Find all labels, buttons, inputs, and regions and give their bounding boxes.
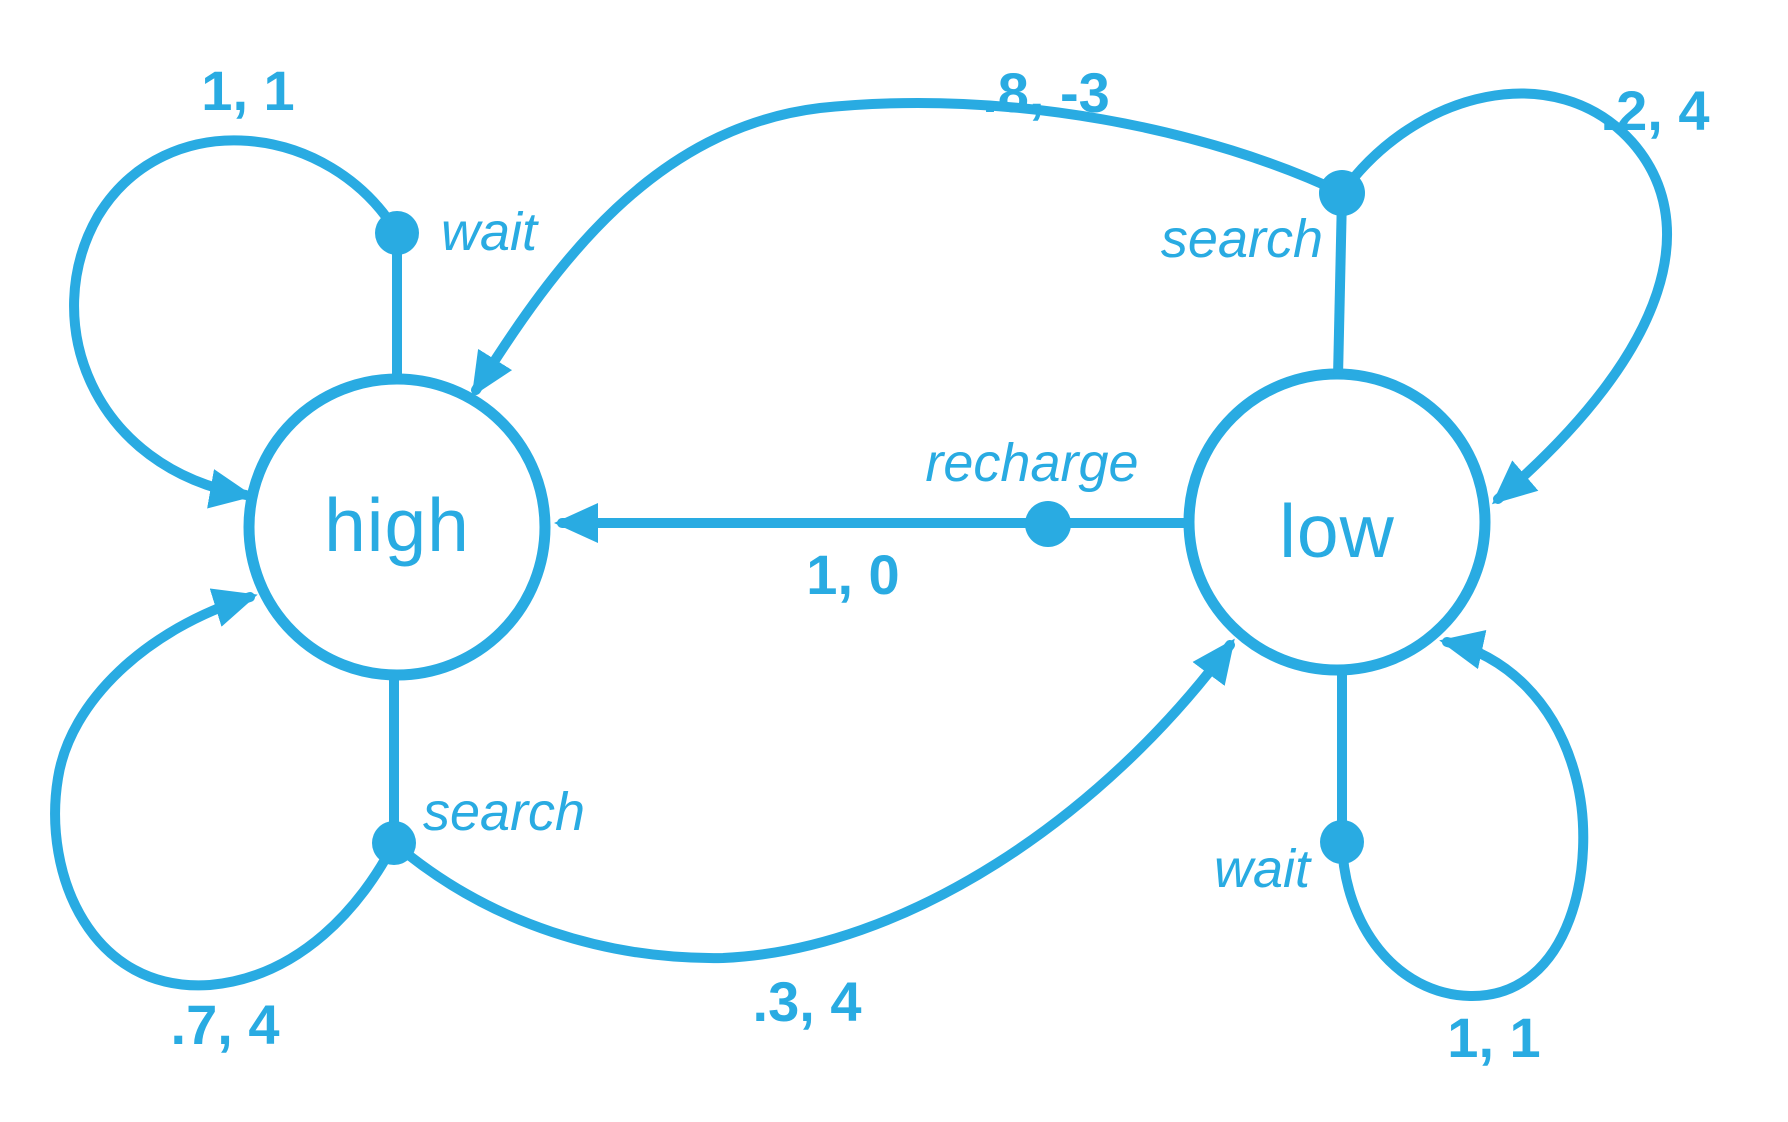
label-search-high-loop-prob-reward: .7, 4	[171, 993, 280, 1056]
edge-search-low-self-loop	[1337, 88, 1672, 505]
state-low-label: low	[1279, 489, 1395, 573]
action-label-wait-low: wait	[1214, 839, 1312, 899]
edge-search-high-to-low	[389, 638, 1235, 964]
action-node-search-high	[372, 821, 416, 865]
action-label-search-high: search	[423, 782, 585, 842]
action-node-wait-low	[1320, 820, 1364, 864]
action-node-search-low	[1319, 170, 1365, 216]
action-node-wait-high	[375, 211, 419, 255]
edge-search-low-to-high	[471, 97, 1347, 397]
state-high-label: high	[324, 483, 470, 567]
action-label-search-low: search	[1161, 209, 1323, 269]
label-search-high-to-low-prob-reward: .3, 4	[753, 970, 862, 1033]
action-node-recharge	[1025, 501, 1071, 547]
edge-search-high-self-loop	[50, 588, 399, 991]
edge-wait-low-self-loop	[1337, 630, 1589, 1002]
edge-wait-high-self-loop	[69, 135, 402, 509]
label-recharge-prob-reward: 1, 0	[806, 543, 899, 606]
label-wait-high-prob-reward: 1, 1	[201, 59, 294, 122]
action-label-wait-high: wait	[441, 202, 539, 262]
stem-low-search	[1333, 195, 1347, 378]
label-search-low-to-high-prob-reward: .8, -3	[982, 61, 1110, 124]
label-wait-low-loop-prob-reward: 1, 1	[1447, 1006, 1540, 1069]
label-search-low-loop-prob-reward: .2, 4	[1601, 79, 1710, 142]
action-label-recharge: recharge	[925, 433, 1138, 493]
